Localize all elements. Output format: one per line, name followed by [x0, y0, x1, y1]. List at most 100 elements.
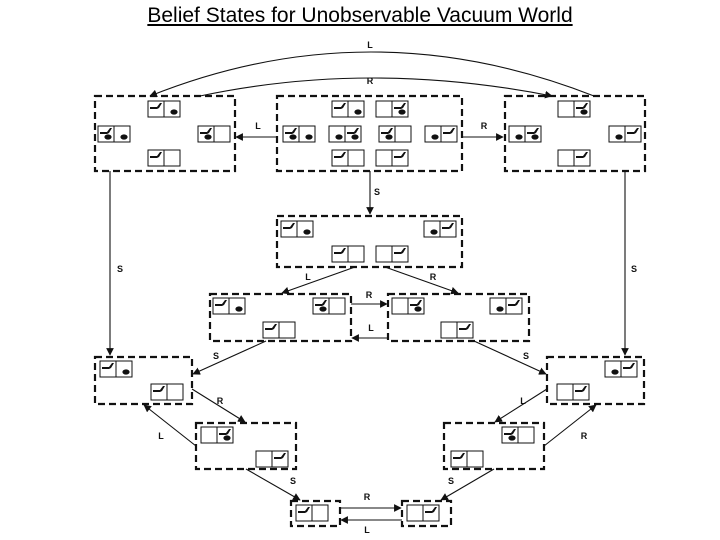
label-initial-right: R: [481, 121, 488, 131]
right-room: [312, 505, 328, 521]
label-goal-r: R: [364, 492, 371, 502]
label-suckright-suck: S: [523, 351, 529, 361]
right-room: [329, 298, 345, 314]
left-room: [376, 150, 392, 166]
transition-arc-r: [200, 78, 552, 96]
dirt-icon: [515, 134, 522, 139]
dirt-icon: [351, 134, 358, 139]
label-suckleft-suck: S: [213, 351, 219, 361]
label-suck-right: R: [430, 272, 437, 282]
label-initial-suck: S: [374, 187, 380, 197]
world-state: [263, 322, 295, 338]
dirt-icon: [398, 109, 405, 114]
dirt-icon: [303, 229, 310, 234]
dirt-icon: [430, 229, 437, 234]
label-leftsuck-r: R: [217, 396, 224, 406]
label-middle-l: L: [368, 323, 374, 333]
transition-arc-l: [150, 52, 594, 96]
left-room: [605, 361, 621, 377]
right-room: [348, 150, 364, 166]
world-state: [332, 150, 364, 166]
right-room: [297, 221, 313, 237]
world-state: [609, 126, 641, 142]
right-room: [348, 246, 364, 262]
dirt-icon: [223, 435, 230, 440]
label-middle-r: R: [366, 290, 373, 300]
transition-lowerright-r: [544, 405, 596, 446]
world-state: [392, 298, 424, 314]
label-lowerleft-l: L: [158, 431, 164, 441]
world-state: [557, 384, 589, 400]
dirt-icon: [170, 109, 177, 114]
transition-suckleft-suck: [193, 341, 266, 374]
dirt-icon: [496, 306, 503, 311]
world-state: [332, 246, 364, 262]
world-state: [605, 361, 637, 377]
world-state: [558, 101, 590, 117]
world-state: [441, 322, 473, 338]
right-room: [348, 101, 364, 117]
right-room: [395, 126, 411, 142]
dirt-icon: [354, 109, 361, 114]
world-state: [332, 101, 364, 117]
right-room: [164, 150, 180, 166]
right-room: [279, 322, 295, 338]
dirt-icon: [431, 134, 438, 139]
world-state: [407, 505, 439, 521]
world-state: [313, 298, 345, 314]
label-initial-left: L: [255, 121, 261, 131]
left-room: [201, 427, 217, 443]
world-state: [376, 150, 408, 166]
world-state: [256, 451, 288, 467]
world-state: [148, 101, 180, 117]
dirt-icon: [385, 134, 392, 139]
left-room: [441, 322, 457, 338]
world-state: [201, 427, 233, 443]
left-room: [376, 101, 392, 117]
dirt-icon: [289, 134, 296, 139]
label-goal-l: L: [364, 525, 370, 535]
right-room: [164, 101, 180, 117]
dirt-icon: [122, 369, 129, 374]
world-state: [502, 427, 534, 443]
world-state: [148, 150, 180, 166]
world-state: [424, 221, 456, 237]
right-room: [214, 126, 230, 142]
left-room: [558, 101, 574, 117]
world-state: [281, 221, 313, 237]
dirt-icon: [120, 134, 127, 139]
left-room: [424, 221, 440, 237]
world-state: [198, 126, 230, 142]
left-room: [425, 126, 441, 142]
left-room: [490, 298, 506, 314]
left-room: [407, 505, 423, 521]
label-arc-l: L: [367, 40, 373, 50]
dirt-icon: [580, 109, 587, 114]
world-state: [296, 505, 328, 521]
right-room: [467, 451, 483, 467]
label-rightsuck-l: L: [520, 396, 526, 406]
world-state: [98, 126, 130, 142]
world-state: [213, 298, 245, 314]
world-state: [151, 384, 183, 400]
dirt-icon: [335, 134, 342, 139]
transition-suck-left: [282, 267, 355, 293]
dirt-icon: [508, 435, 515, 440]
dirt-icon: [305, 134, 312, 139]
right-room: [299, 126, 315, 142]
left-room: [392, 298, 408, 314]
dirt-icon: [531, 134, 538, 139]
left-room: [609, 126, 625, 142]
world-state: [100, 361, 132, 377]
label-right-suck: S: [631, 264, 637, 274]
right-room: [167, 384, 183, 400]
label-suck-left: L: [305, 272, 311, 282]
transition-suckright-suck: [474, 341, 546, 374]
label-lowerleft-s: S: [290, 476, 296, 486]
label-lowerright-s: S: [448, 476, 454, 486]
left-room: [329, 126, 345, 142]
dirt-icon: [104, 134, 111, 139]
label-lowerright-r: R: [581, 431, 588, 441]
dirt-icon: [611, 369, 618, 374]
